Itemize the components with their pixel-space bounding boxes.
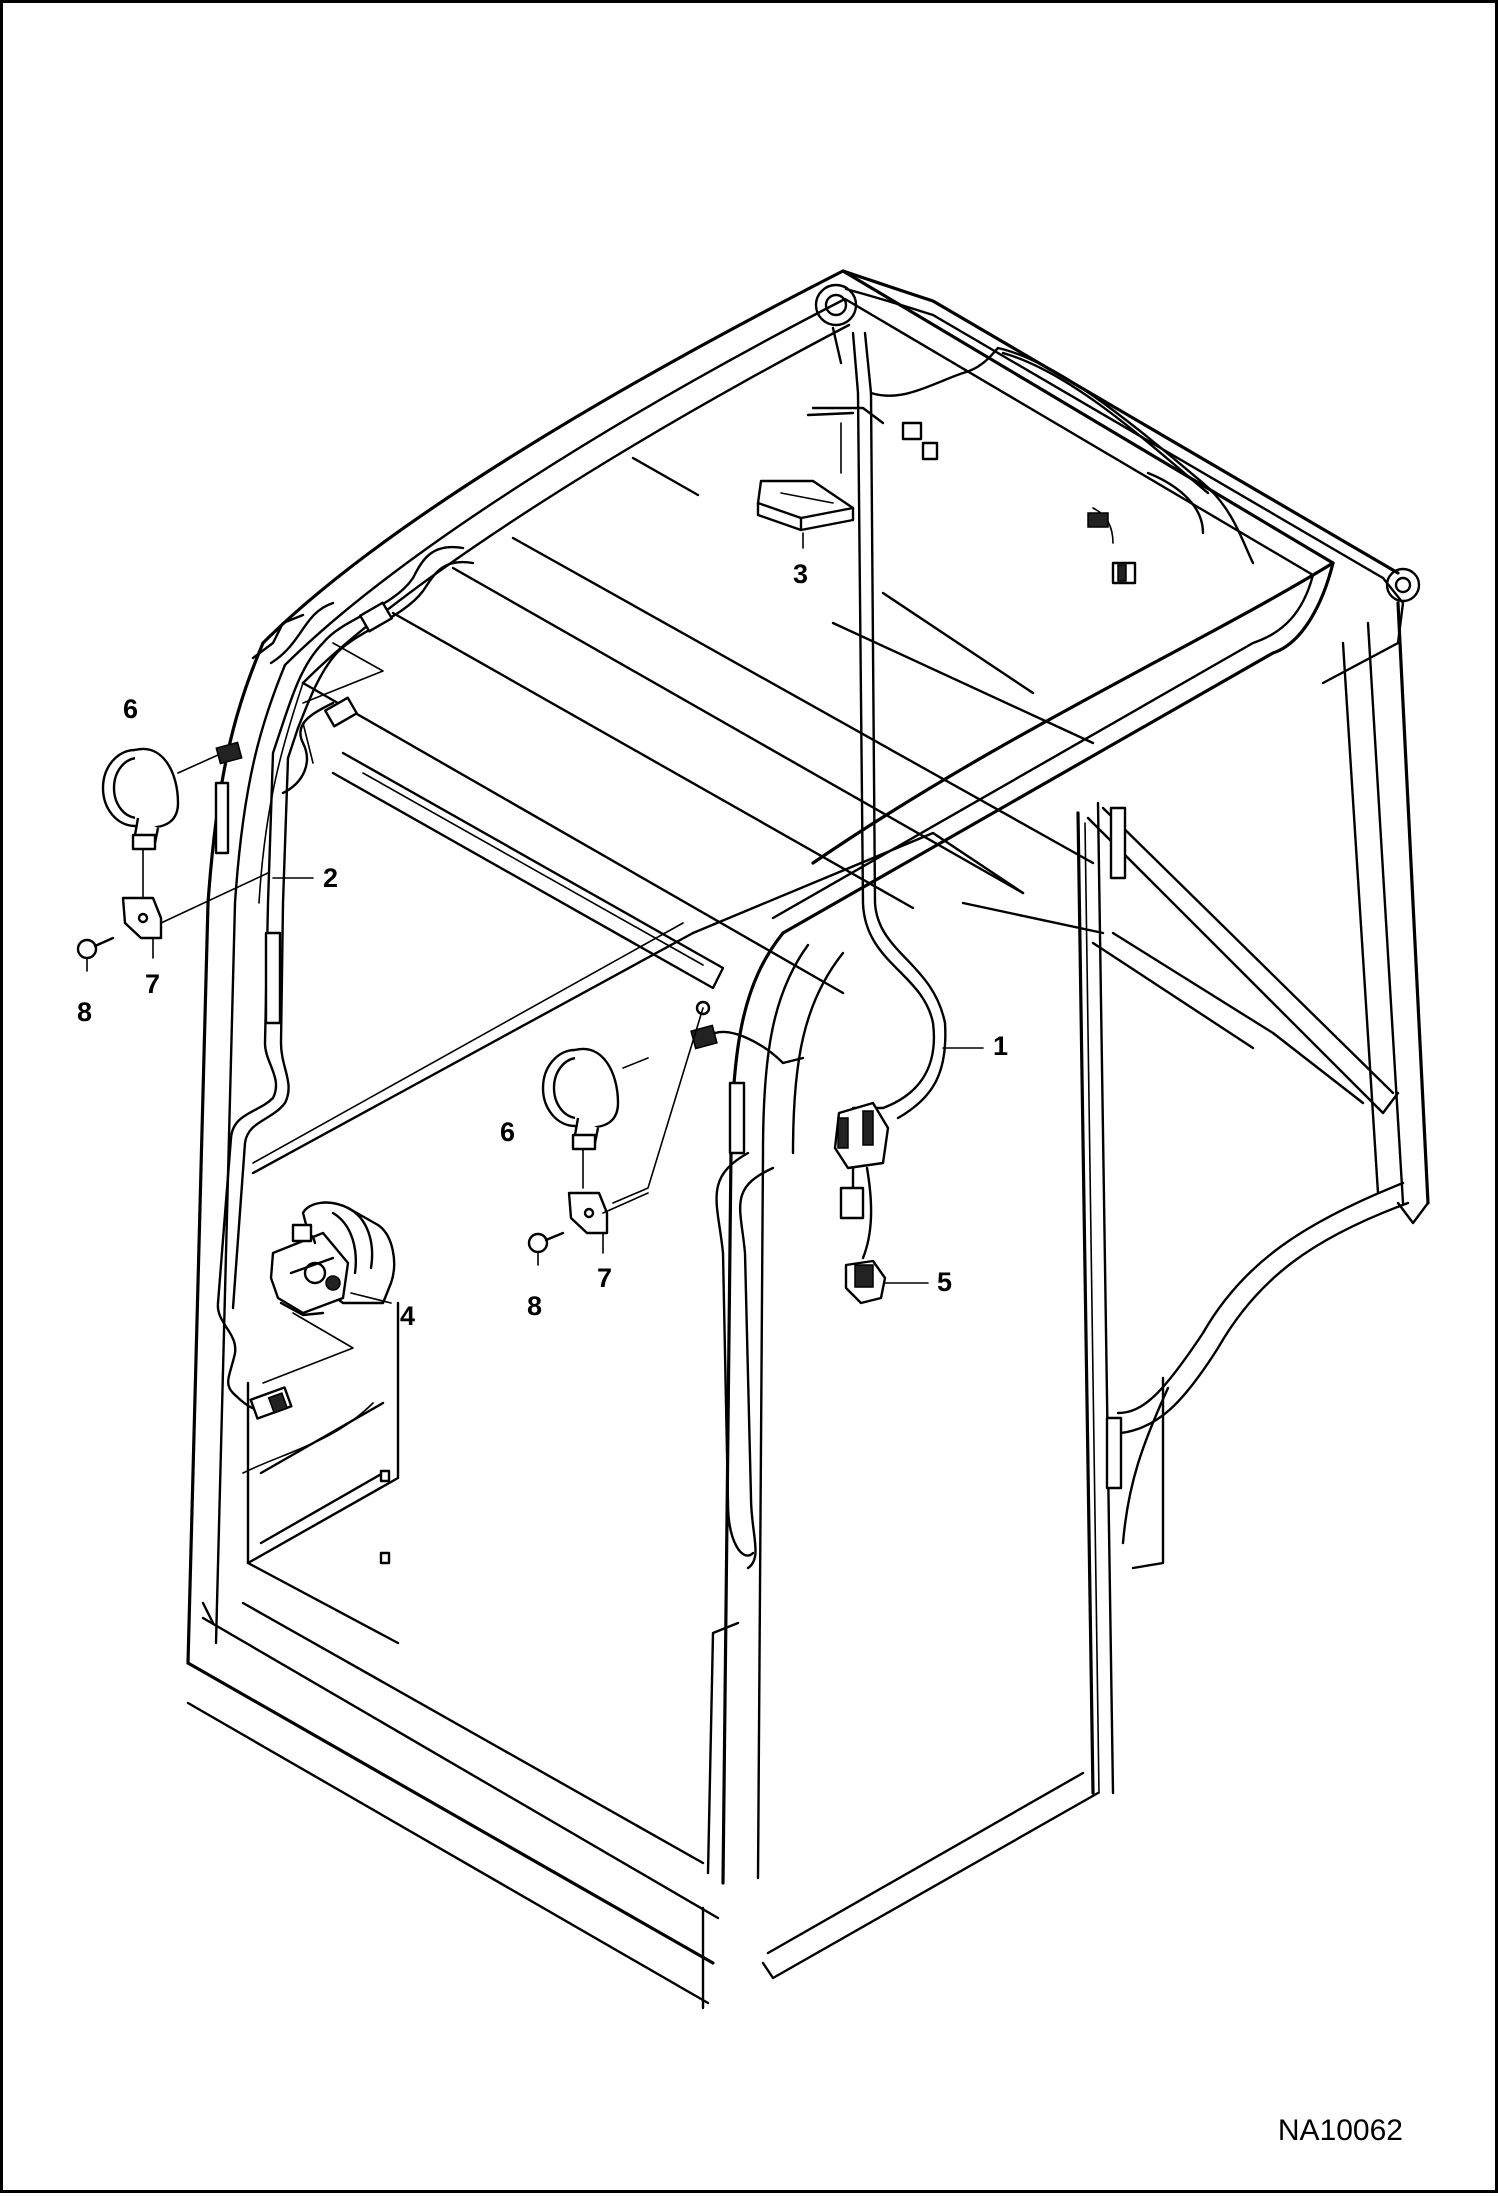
callout-5: 5 bbox=[937, 1267, 953, 1297]
main-harness bbox=[806, 326, 1255, 1120]
dome-light bbox=[756, 422, 855, 549]
right-front-pillar bbox=[706, 931, 845, 1885]
left-front-pillar bbox=[186, 601, 335, 1665]
bolt-left bbox=[76, 936, 115, 972]
callout-2: 2 bbox=[323, 863, 339, 893]
callout-6-right: 6 bbox=[500, 1117, 516, 1147]
left-harness bbox=[214, 545, 475, 1420]
bracket-right bbox=[567, 1191, 649, 1254]
callout-8-right: 8 bbox=[527, 1291, 543, 1321]
callout-6-left: 6 bbox=[123, 694, 139, 724]
work-light-left bbox=[101, 741, 243, 899]
work-light-right bbox=[541, 1000, 805, 1204]
figure-id: NA10062 bbox=[1277, 2114, 1403, 2147]
callout-1: 1 bbox=[993, 1031, 1009, 1061]
bracket-left bbox=[121, 872, 269, 959]
bolt-right bbox=[527, 1231, 565, 1266]
roof-frame bbox=[261, 269, 1421, 995]
interior-frame bbox=[251, 601, 1430, 1225]
cab-exploded-drawing bbox=[76, 269, 1430, 2010]
callout-3: 3 bbox=[793, 559, 809, 589]
cab-door bbox=[761, 801, 1410, 1980]
connector bbox=[833, 1101, 929, 1305]
callout-8-left: 8 bbox=[77, 997, 93, 1027]
callout-4: 4 bbox=[400, 1301, 416, 1331]
cab-base bbox=[186, 1301, 720, 2010]
callout-7-left: 7 bbox=[145, 969, 161, 999]
callout-7-right: 7 bbox=[597, 1263, 613, 1293]
wiper-motor bbox=[269, 1201, 396, 1317]
grab-handle bbox=[715, 1081, 775, 1570]
